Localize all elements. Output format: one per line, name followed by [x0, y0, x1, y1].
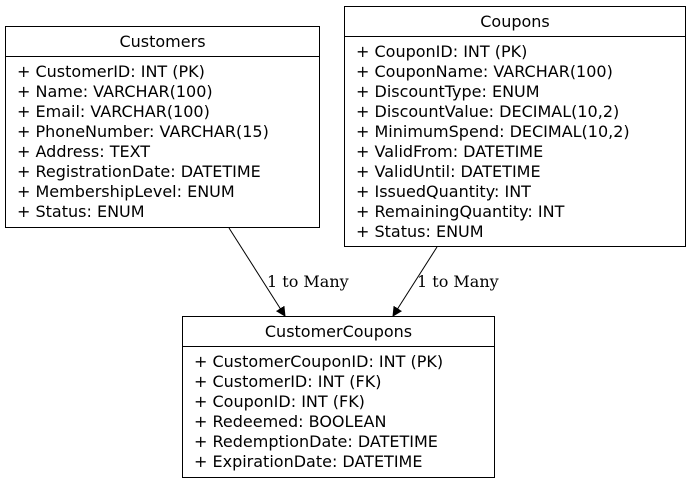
attribute-list: + CustomerCouponID: INT (PK) + CustomerI… — [183, 347, 494, 472]
attribute: + CustomerCouponID: INT (PK) — [194, 352, 444, 371]
entity-customer-coupons: CustomerCoupons + CustomerCouponID: INT … — [182, 316, 495, 478]
entity-customers: Customers + CustomerID: INT (PK) + Name:… — [5, 26, 320, 228]
attribute: + DiscountType: ENUM — [356, 82, 540, 101]
attribute: + Redeemed: BOOLEAN — [194, 412, 387, 431]
attribute: + Status: ENUM — [17, 202, 145, 221]
attribute: + RedemptionDate: DATETIME — [194, 432, 438, 451]
attribute: + ValidUntil: DATETIME — [356, 162, 541, 181]
attribute: + Address: TEXT — [17, 142, 151, 161]
attribute: + Status: ENUM — [356, 222, 484, 241]
attribute: + CouponName: VARCHAR(100) — [356, 62, 613, 81]
attribute: + CouponID: INT (PK) — [356, 42, 528, 61]
relationship-label-customers: 1 to Many — [267, 272, 349, 291]
attribute: + DiscountValue: DECIMAL(10,2) — [356, 102, 620, 121]
attribute: + Name: VARCHAR(100) — [17, 82, 213, 101]
attribute: + CustomerID: INT (PK) — [17, 62, 205, 81]
attribute: + PhoneNumber: VARCHAR(15) — [17, 122, 269, 141]
attribute: + CouponID: INT (FK) — [194, 392, 365, 411]
relationship-label-coupons: 1 to Many — [417, 272, 499, 291]
entity-title: Coupons — [345, 7, 685, 37]
relationship-arrow-customers — [228, 227, 286, 317]
attribute-list: + CustomerID: INT (PK) + Name: VARCHAR(1… — [6, 57, 319, 222]
attribute: + MinimumSpend: DECIMAL(10,2) — [356, 122, 630, 141]
attribute: + MembershipLevel: ENUM — [17, 182, 235, 201]
entity-title: CustomerCoupons — [183, 317, 494, 347]
attribute: + IssuedQuantity: INT — [356, 182, 531, 201]
attribute: + Email: VARCHAR(100) — [17, 102, 210, 121]
attribute: + ValidFrom: DATETIME — [356, 142, 544, 161]
attribute: + CustomerID: INT (FK) — [194, 372, 382, 391]
attribute: + RegistrationDate: DATETIME — [17, 162, 261, 181]
attribute-list: + CouponID: INT (PK) + CouponName: VARCH… — [345, 37, 685, 242]
entity-title: Customers — [6, 27, 319, 57]
relationship-arrow-coupons — [392, 246, 438, 317]
entity-coupons: Coupons + CouponID: INT (PK) + CouponNam… — [344, 6, 686, 247]
attribute: + RemainingQuantity: INT — [356, 202, 565, 221]
attribute: + ExpirationDate: DATETIME — [194, 452, 423, 471]
